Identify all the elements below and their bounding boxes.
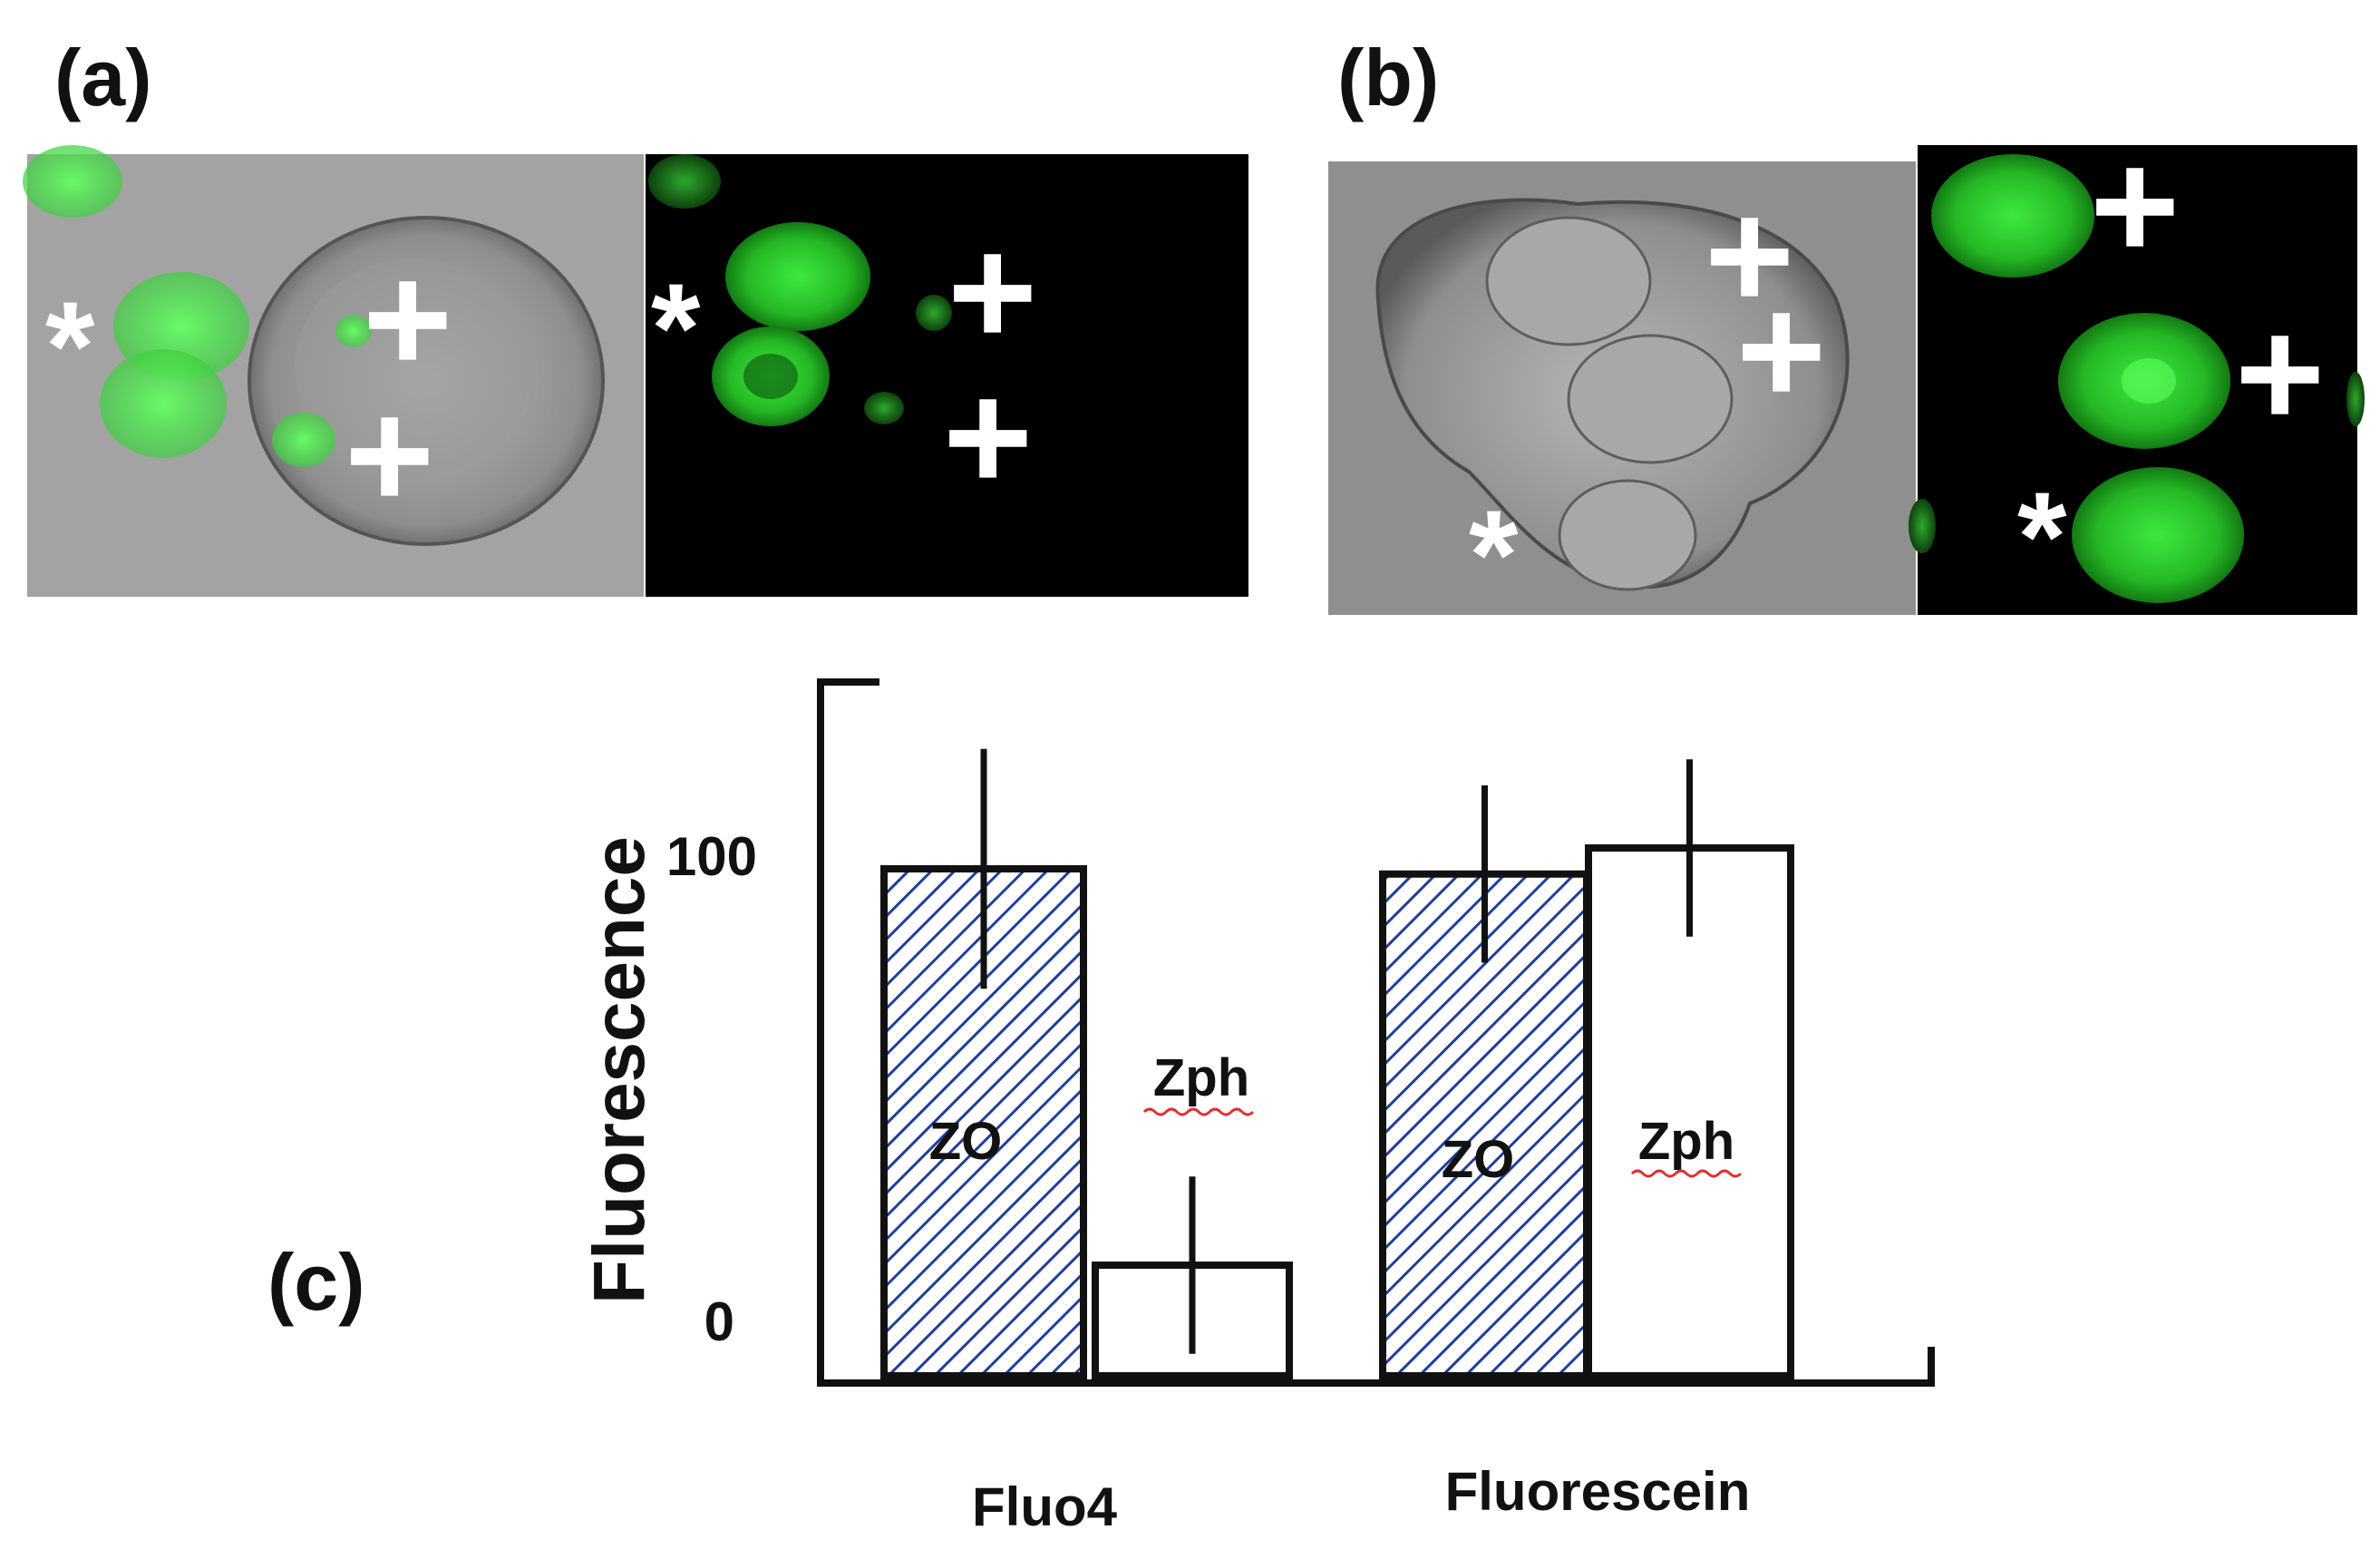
- y-axis: [817, 678, 1935, 1387]
- panel-c-label: (c): [267, 1237, 365, 1327]
- panel-b-label: (b): [1337, 33, 1440, 122]
- plus-mark: +: [2090, 120, 2180, 292]
- plus-mark: +: [943, 351, 1033, 523]
- series-label-zph-fluo4: Zph: [1153, 1048, 1249, 1107]
- asterisk-mark: *: [651, 257, 701, 399]
- y-tick-label: 100: [666, 826, 757, 887]
- panel-a-brightfield-marks: * + +: [45, 233, 452, 541]
- plus-mark: +: [2235, 287, 2325, 460]
- plus-mark: +: [1736, 265, 1826, 437]
- asterisk-mark: *: [45, 275, 95, 417]
- category-label-fluo4: Fluo4: [972, 1476, 1118, 1537]
- plus-mark: +: [947, 206, 1037, 378]
- y-axis-label: Fluorescence: [578, 836, 659, 1304]
- plus-mark: +: [1705, 170, 1794, 342]
- y-tick-label: 0: [704, 1291, 734, 1352]
- panel-a-fluorescence-image: [646, 154, 1248, 597]
- plus-mark: +: [345, 369, 434, 541]
- panel-a-fluorescence-marks: * + +: [651, 206, 1037, 523]
- series-label-zph-fluorescein: Zph: [1638, 1112, 1734, 1171]
- plus-mark: +: [363, 233, 452, 405]
- asterisk-mark: *: [2017, 465, 2067, 608]
- panel-a-brightfield-image: [23, 145, 644, 597]
- panel-b-fluorescence-marks: + + *: [2017, 120, 2325, 608]
- series-label-zo-fluorescein: ZO: [1442, 1130, 1515, 1189]
- panel-b-brightfield-image: [1328, 161, 1916, 615]
- category-label-fluorescein: Fluorescein: [1445, 1461, 1751, 1522]
- panel-b-fluorescence-image: [1909, 145, 2365, 615]
- asterisk-mark: *: [1469, 483, 1519, 626]
- panel-a-label: (a): [54, 33, 152, 122]
- spellcheck-underline: [1630, 1169, 1743, 1178]
- series-label-zo-fluo4: ZO: [929, 1112, 1003, 1171]
- panel-b-brightfield-marks: + + *: [1469, 170, 1826, 626]
- spellcheck-underline: [1142, 1107, 1255, 1116]
